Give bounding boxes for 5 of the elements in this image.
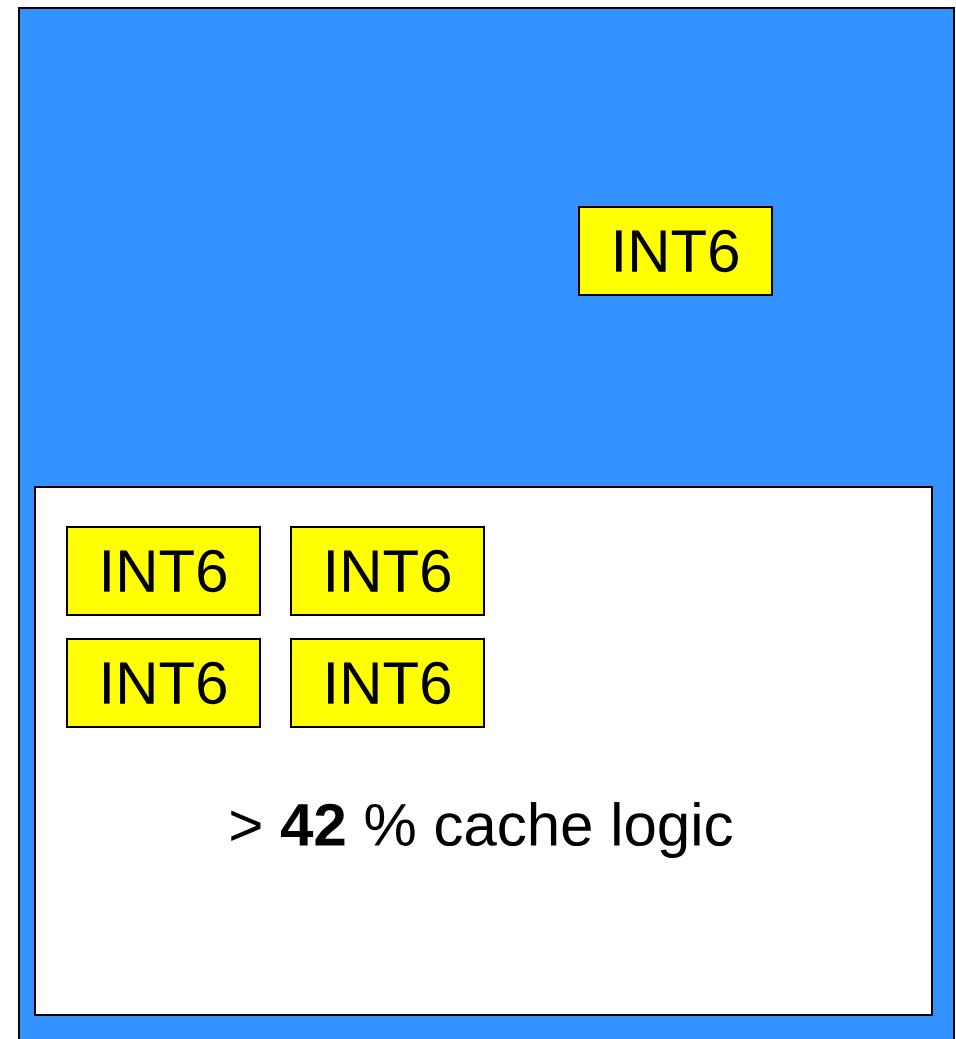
module-box: INT6 xyxy=(290,638,485,728)
module-box: INT6 xyxy=(578,206,773,296)
module-box: INT6 xyxy=(290,526,485,616)
module-box: INT6 xyxy=(66,638,261,728)
module-box: INT6 xyxy=(66,526,261,616)
